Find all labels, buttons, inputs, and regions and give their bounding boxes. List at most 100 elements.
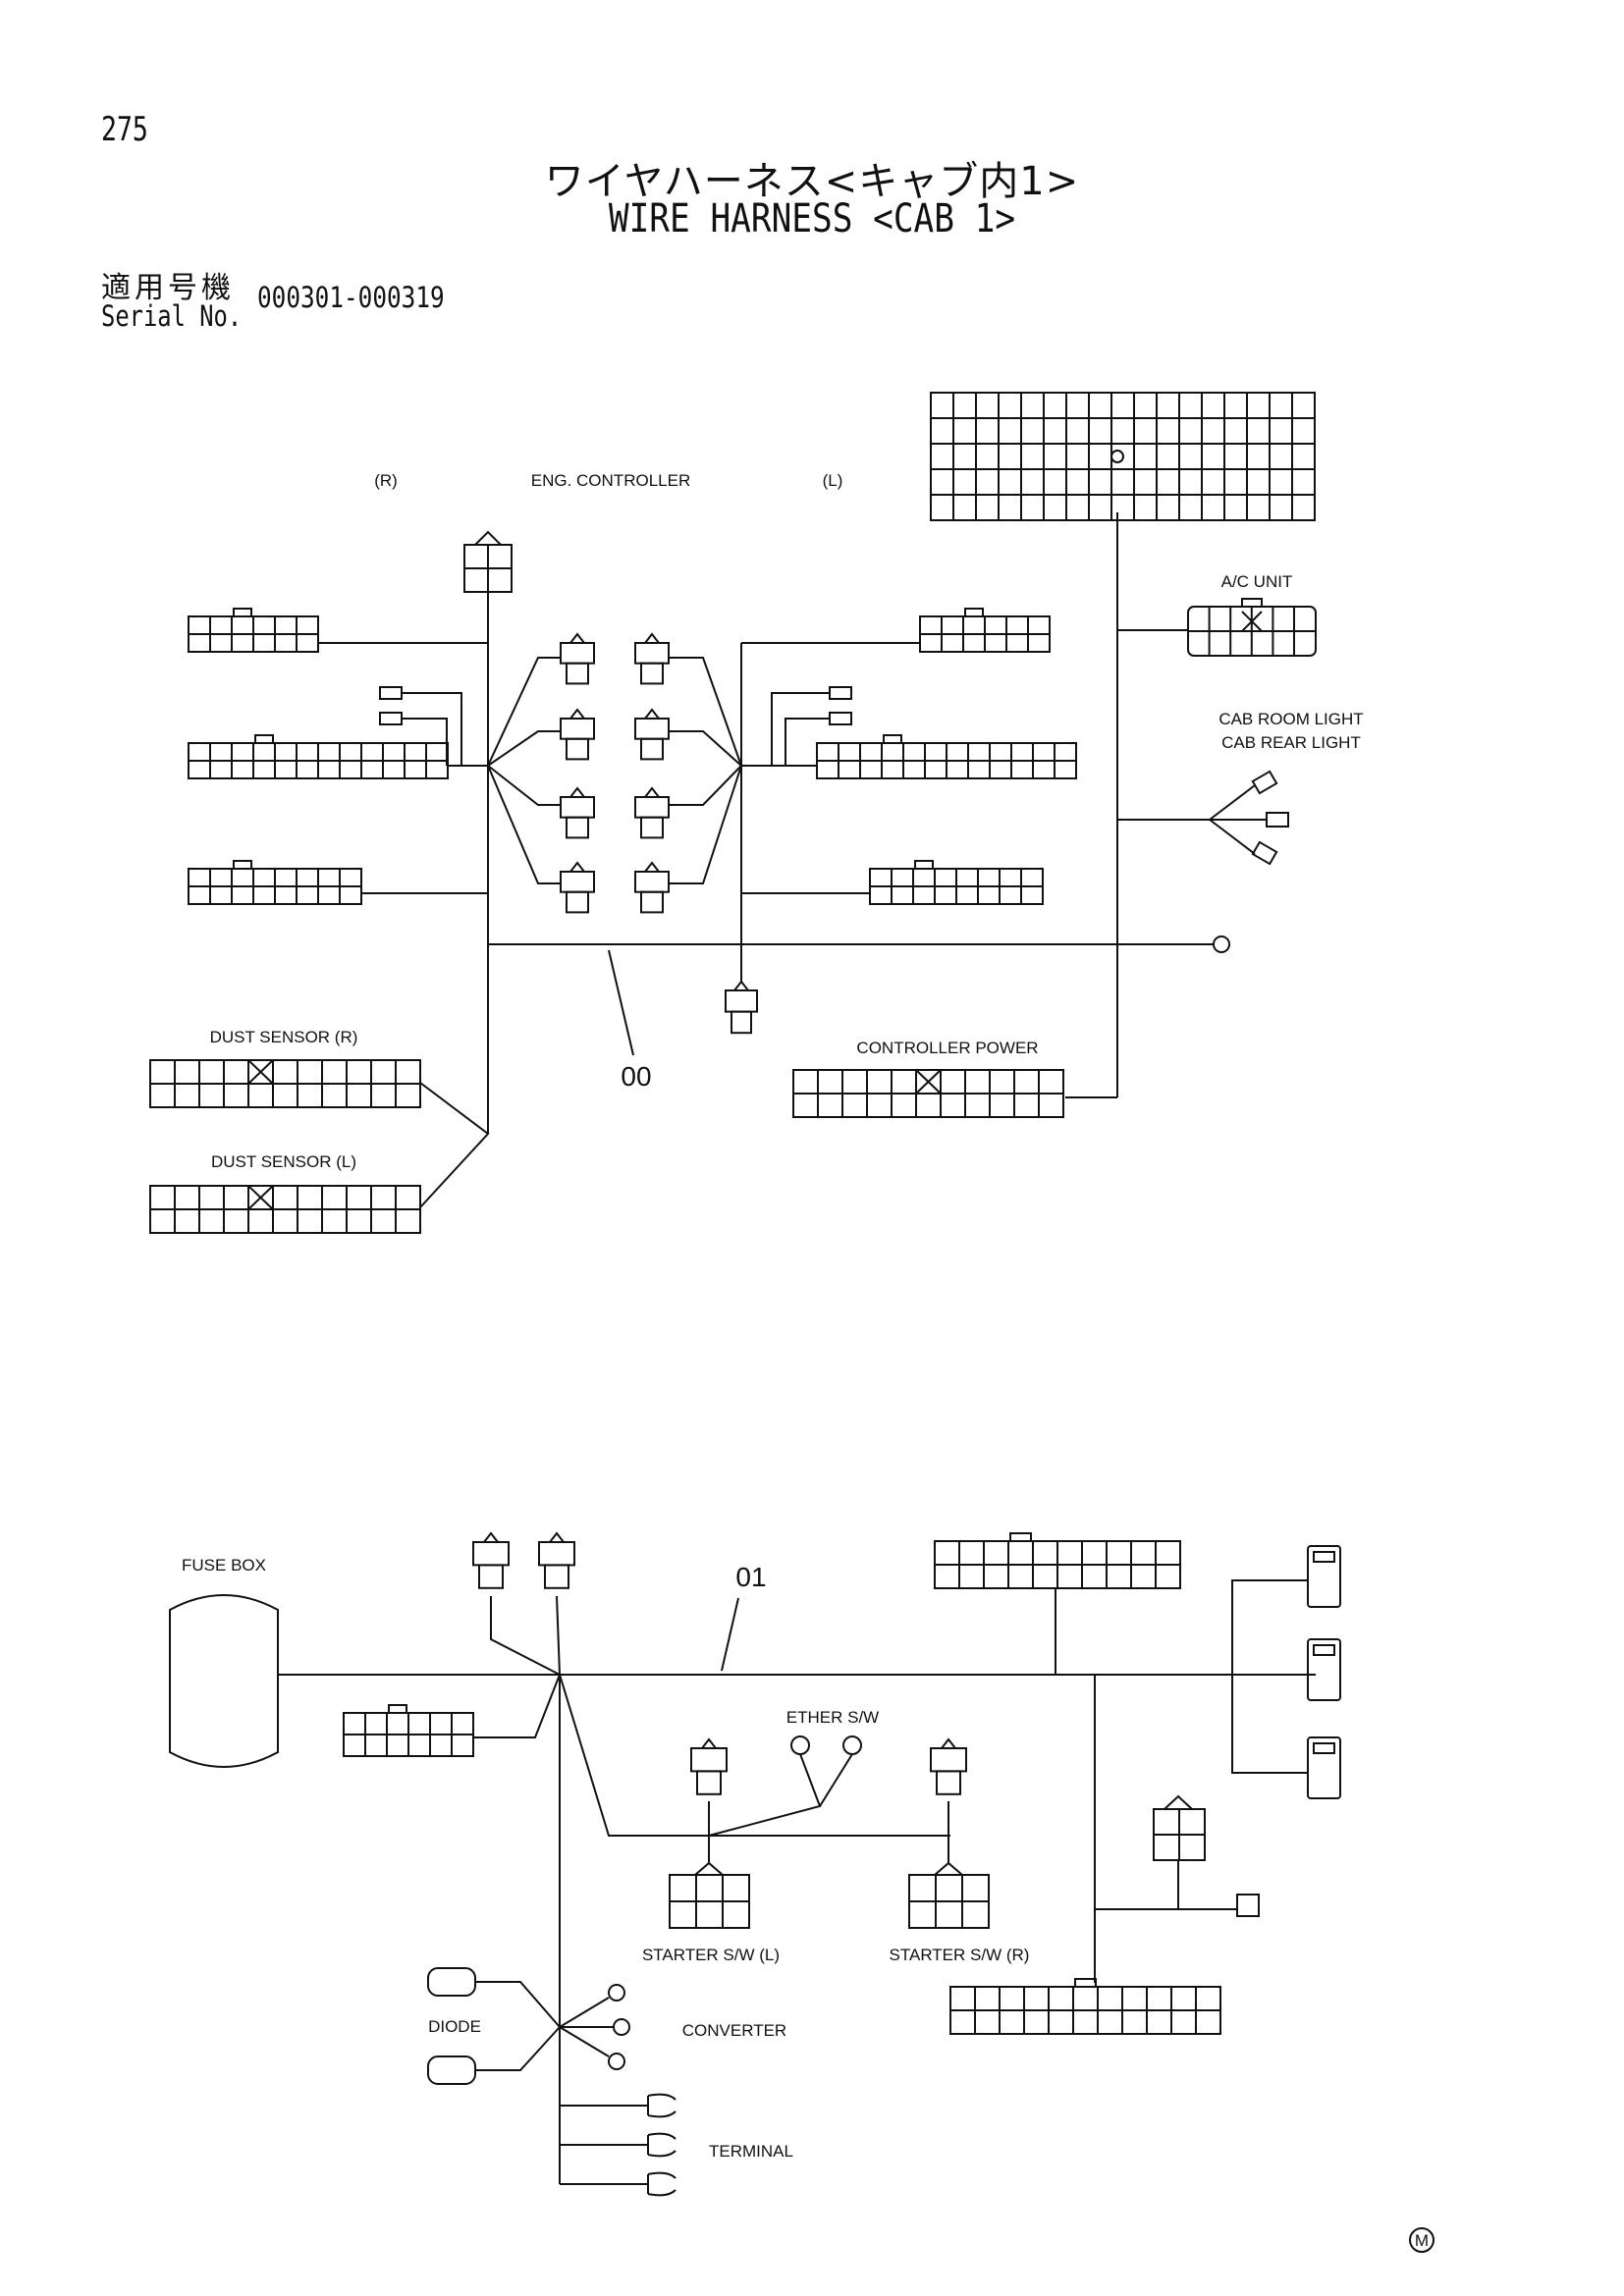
- label-ac-unit: A/C UNIT: [1221, 572, 1293, 591]
- right-tap-2: [829, 712, 852, 725]
- wire: [708, 1753, 822, 1837]
- center-connector-right-1-body: [640, 662, 664, 685]
- center-connector-left-4-body: [566, 890, 589, 914]
- wire: [1209, 819, 1256, 855]
- relay-connector-1-body: [478, 1564, 504, 1589]
- title-japanese: ワイヤハーネス<キャブ内1>: [544, 159, 1080, 204]
- room-light-plug: [1251, 770, 1278, 795]
- center-connector-left-3-body: [566, 816, 589, 839]
- label-diode: DIODE: [428, 2017, 481, 2036]
- connector-cell: [1241, 611, 1263, 632]
- wire: [669, 730, 742, 767]
- connector-cell: [388, 1704, 407, 1714]
- connector-cell: [247, 1059, 274, 1085]
- wire: [487, 730, 561, 767]
- dust-sensor-l-connector: [149, 1185, 421, 1234]
- left-connector-2: [188, 734, 449, 779]
- relay-1: [1307, 1545, 1341, 1608]
- label-ether-sw: ETHER S/W: [786, 1708, 879, 1727]
- center-connector-right-2-tip: [644, 708, 660, 720]
- relay-2: [1307, 1638, 1341, 1701]
- side-connector: [1153, 1808, 1206, 1861]
- label-dust-sensor-l: DUST SENSOR (L): [211, 1152, 356, 1171]
- label-starter-sw-l: STARTER S/W (L): [642, 1946, 780, 1964]
- relay-tab: [1313, 1551, 1335, 1563]
- connector-cell: [914, 860, 934, 870]
- starter-sw-r-connector: [908, 1874, 990, 1929]
- center-connector-right-4: [634, 871, 670, 893]
- label-cab-rear-light: CAB REAR LIGHT: [1221, 733, 1361, 752]
- diode-1: [427, 1967, 476, 1997]
- relay-tab: [1313, 1644, 1335, 1656]
- label-dust-sensor-r: DUST SENSOR (R): [210, 1028, 358, 1046]
- relay-connector-2-body: [544, 1564, 569, 1589]
- center-connector-left-4: [560, 871, 595, 893]
- center-connector-right-2: [634, 718, 670, 740]
- left-tap-2: [379, 712, 403, 725]
- connector-cell: [883, 734, 902, 744]
- converter-terminal-1: [608, 1984, 625, 2002]
- connector-tip: [934, 1861, 963, 1876]
- footer-mark-circle: [1409, 2227, 1435, 2253]
- diode-2: [427, 2056, 476, 2085]
- ac-unit-tab: [1241, 598, 1263, 608]
- center-connector-left-3: [560, 796, 595, 819]
- part-number-00: 00: [621, 1061, 651, 1092]
- trunk-end-connector-body: [731, 1010, 752, 1035]
- top-branch-connector: [463, 544, 513, 593]
- connector-cell: [233, 608, 252, 617]
- wire: [1231, 1675, 1308, 1774]
- starter-sw-l-connector: [669, 1874, 750, 1929]
- right-connector-2: [816, 734, 1077, 779]
- center-connector-right-1: [634, 642, 670, 665]
- center-connector-left-1: [560, 642, 595, 665]
- trunk-end-connector: [725, 989, 758, 1013]
- wire: [475, 1981, 561, 2028]
- center-connector-left-3-tip: [569, 786, 585, 798]
- relay-connector-1-tip: [483, 1531, 499, 1543]
- footer-mark: M: [1415, 2231, 1429, 2250]
- relay-3: [1307, 1736, 1341, 1799]
- center-connector-left-2: [560, 718, 595, 740]
- connector-cell: [915, 1069, 942, 1095]
- connector-cell: [930, 392, 1316, 521]
- part-number-01: 01: [735, 1562, 766, 1592]
- connector-tip: [694, 1861, 724, 1876]
- serial-number-range: 000301-000319: [257, 281, 445, 314]
- main-connector-lock: [1110, 450, 1124, 463]
- wire: [1209, 784, 1256, 821]
- center-connector-left-2-body: [566, 737, 589, 761]
- wire: [669, 765, 742, 806]
- controller-power-connector: [792, 1069, 1064, 1118]
- trunk-end-connector-tip: [733, 980, 749, 991]
- wire: [419, 1082, 490, 1208]
- ether-connector-body: [696, 1770, 722, 1795]
- label-cab-room-light: CAB ROOM LIGHT: [1218, 710, 1363, 728]
- wire: [559, 1674, 950, 1837]
- converter-terminal-2: [613, 2018, 630, 2036]
- wire: [559, 1997, 610, 2028]
- center-connector-left-1-tip: [569, 632, 585, 644]
- wire: [785, 718, 830, 766]
- rear-light-plug: [1266, 812, 1289, 828]
- label-fuse-box: FUSE BOX: [182, 1556, 266, 1575]
- center-connector-right-4-body: [640, 890, 664, 914]
- label-terminal: TERMINAL: [709, 2142, 793, 2161]
- ground-ring: [1213, 935, 1230, 953]
- connector-cell: [247, 1185, 274, 1210]
- label-right: (R): [374, 471, 398, 490]
- dust-sensor-r-connector: [149, 1059, 421, 1108]
- wire: [669, 765, 742, 884]
- aux-light-plug: [1251, 840, 1278, 866]
- label-converter: CONVERTER: [682, 2021, 786, 2040]
- wire: [402, 692, 462, 766]
- center-connector-right-2-body: [640, 737, 664, 761]
- center-connector-left-2-tip: [569, 708, 585, 720]
- center-connector-right-3-tip: [644, 786, 660, 798]
- left-connector-3: [188, 860, 362, 905]
- upper-right-connector: [934, 1532, 1181, 1589]
- left-connector-1: [188, 608, 319, 653]
- label-starter-sw-r: STARTER S/W (R): [890, 1946, 1030, 1964]
- center-connector-left-4-tip: [569, 861, 585, 873]
